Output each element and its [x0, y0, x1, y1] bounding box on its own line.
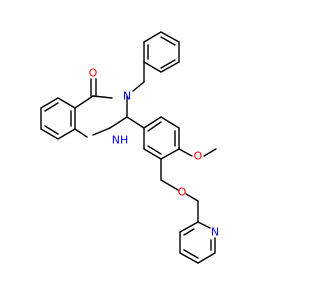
bond — [178, 148, 193, 157]
bond — [147, 121, 162, 132]
bond — [183, 228, 195, 236]
methoxyphenyl-ring — [143, 116, 180, 160]
bond — [160, 61, 180, 73]
bond — [44, 102, 59, 112]
bond — [147, 145, 162, 155]
pyridine-ring — [179, 200, 216, 264]
bond — [160, 36, 176, 46]
bond — [109, 116, 128, 129]
bond — [143, 148, 162, 160]
bond — [132, 81, 145, 92]
benzyl-ring — [143, 31, 180, 73]
bond — [74, 95, 94, 109]
bonds — [40, 31, 217, 264]
bond — [160, 59, 176, 69]
bond — [179, 252, 199, 264]
bond — [40, 128, 59, 140]
bond — [185, 193, 199, 202]
bond — [179, 221, 199, 233]
pyridyl-ether-oxygen-label: O — [178, 186, 187, 199]
bond — [160, 116, 180, 129]
bond — [160, 179, 179, 191]
bond — [197, 252, 216, 264]
quinazolinone-ring — [74, 78, 128, 138]
molecule-canvas: O N NH O O N — [40, 31, 219, 264]
bond — [57, 128, 76, 140]
bond — [44, 125, 59, 135]
pyridine-nitrogen-label: N — [211, 226, 219, 239]
fused-benzene-ring — [40, 97, 76, 140]
molecule-drawing: O N NH O O N — [40, 31, 219, 264]
bond — [126, 116, 145, 129]
ether-oxygen-label: O — [194, 150, 203, 163]
bond — [57, 97, 76, 109]
amine-nh-label: NH — [112, 134, 129, 147]
bond — [74, 128, 88, 138]
bond — [143, 61, 162, 73]
bond — [92, 127, 111, 136]
bond — [160, 148, 180, 160]
atom-labels: O N NH O O N — [89, 67, 219, 239]
amide-nitrogen-label: N — [123, 90, 131, 103]
bond — [183, 249, 199, 259]
carbonyl-oxygen-label: O — [89, 67, 98, 80]
bond — [40, 97, 59, 109]
bond — [203, 148, 217, 157]
bond — [197, 221, 211, 229]
bond — [143, 116, 162, 129]
bond — [143, 31, 162, 43]
bond — [160, 31, 180, 43]
